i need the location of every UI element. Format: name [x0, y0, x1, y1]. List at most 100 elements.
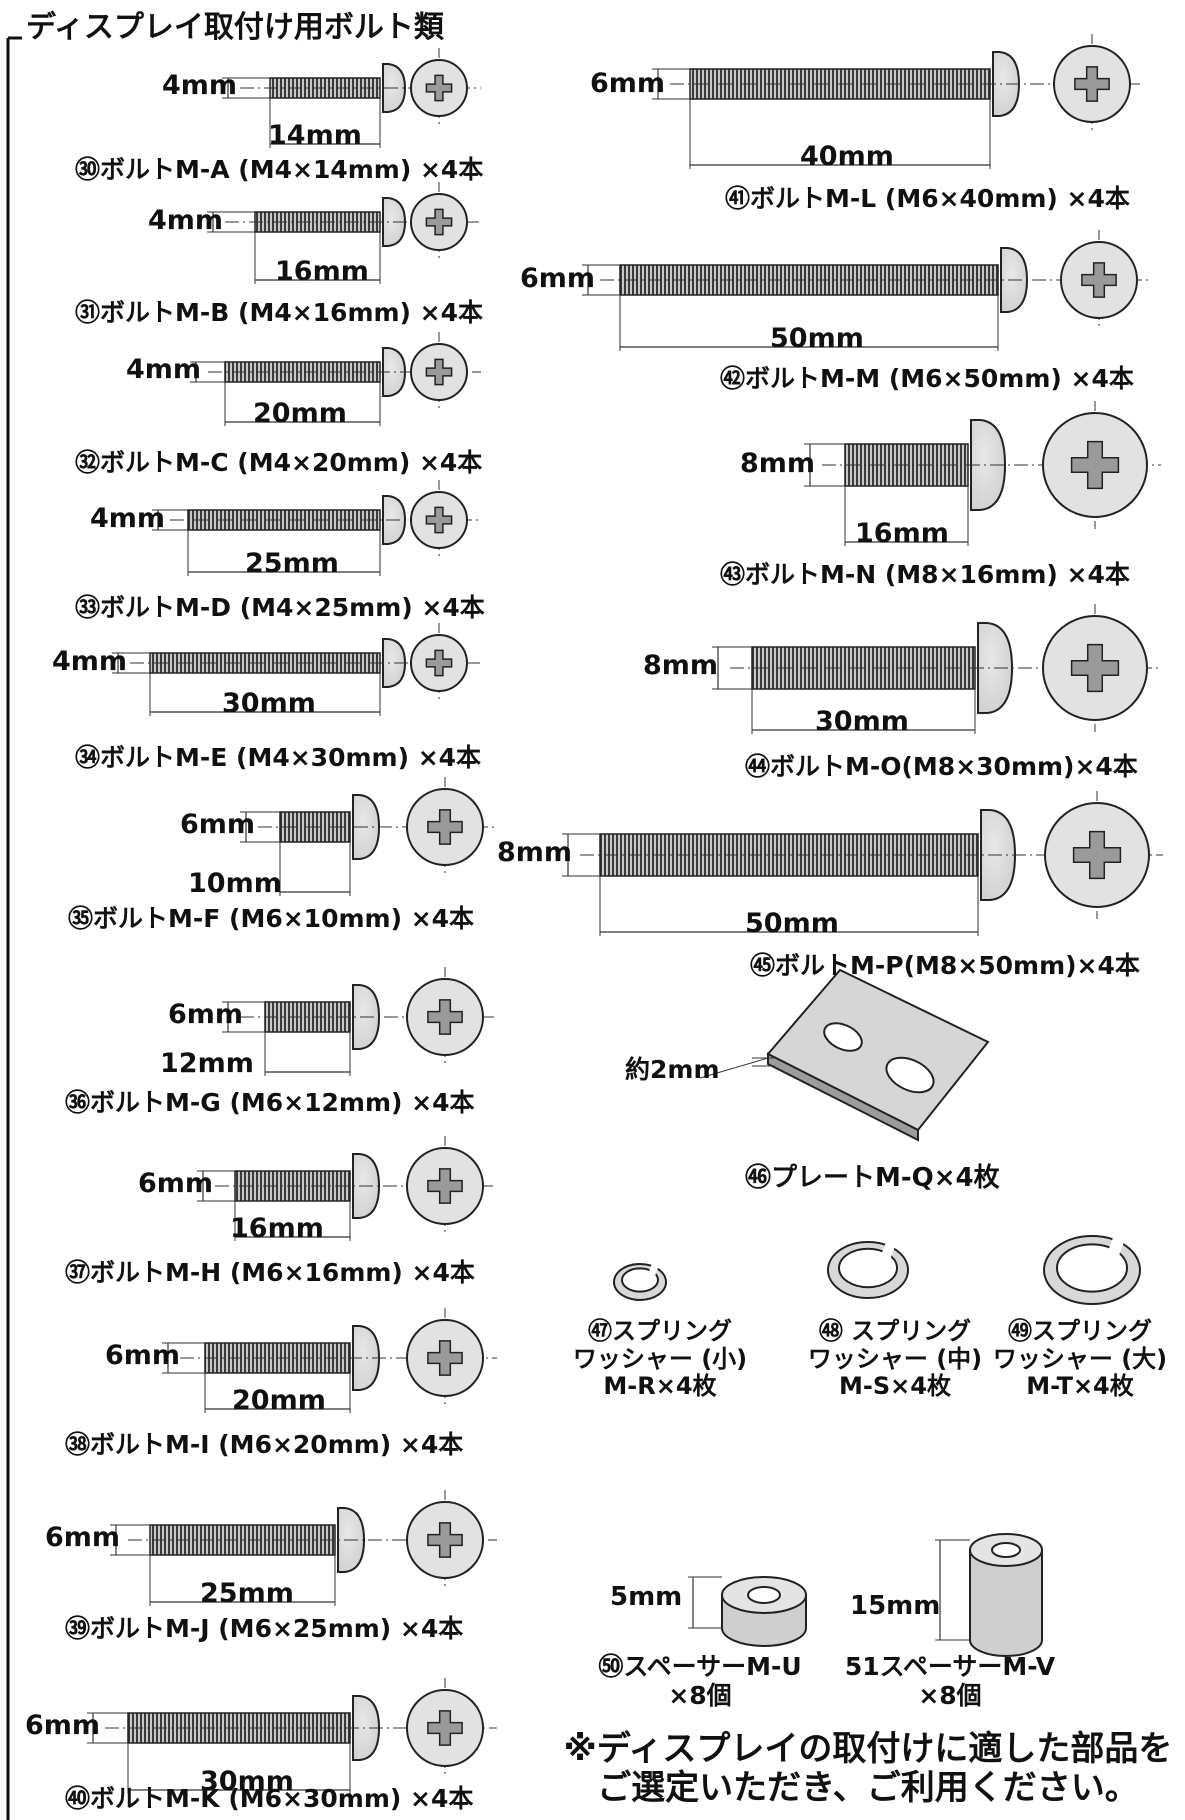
washer-medium-line3: M-S×4枚: [839, 1372, 951, 1401]
bolt-caption: ㊺ボルトM-P(M8×50mm)×4本: [750, 951, 1140, 980]
bolt-diameter-label: 6mm: [25, 1710, 101, 1741]
plate-m-q: [699, 968, 990, 1142]
phillips-recess: [425, 649, 453, 677]
phillips-recess: [1074, 66, 1110, 102]
phillips-recess: [425, 208, 453, 236]
spring-washer-small: [613, 1262, 667, 1301]
plate-thickness-label: 約2mm: [625, 1055, 720, 1084]
bolt-caption: ㊶ボルトM-L (M6×40mm) ×4本: [725, 184, 1130, 213]
bolt-7: [222, 967, 497, 1076]
washer-split: [646, 1262, 660, 1280]
bolt-14: [804, 401, 1161, 546]
bolt-6: [240, 777, 497, 896]
phillips-recess: [425, 74, 453, 102]
spacer-u-hole: [747, 1586, 781, 1604]
bolt-length-label: 12mm: [160, 1048, 254, 1079]
phillips-recess: [427, 809, 463, 845]
washer-split: [878, 1240, 896, 1268]
bolt-1: [222, 48, 481, 148]
spacer-large-line1: 51スペーサーM-V: [844, 1652, 1056, 1681]
bolt-length-label: 14mm: [268, 120, 362, 151]
washer-large-line2: ワッシャー (大): [992, 1344, 1168, 1373]
bolt-diameter-label: 6mm: [168, 999, 244, 1030]
bolt-caption: ㊲ボルトM-H (M6×16mm) ×4本: [65, 1258, 475, 1287]
spacer-small-height-label: 5mm: [610, 1582, 683, 1612]
bolt-diameter-label: 6mm: [520, 263, 596, 294]
bolt-length-label: 30mm: [222, 688, 316, 719]
bolt-10: [110, 1490, 497, 1606]
bolt-caption: ㉟ボルトM-F (M6×10mm) ×4本: [68, 904, 475, 933]
spacer-small-caption: ㊿スペーサーM-U ×8個: [580, 1652, 820, 1711]
bolt-diameter-label: 4mm: [126, 354, 202, 385]
plate-caption: ㊻プレートM-Q×4枚: [745, 1163, 1000, 1193]
washer-large-caption: ㊾スプリング ワッシャー (大) M-T×4枚: [975, 1317, 1185, 1401]
selection-note-line2: ご選定いただき、ご利用ください。: [597, 1768, 1139, 1809]
bolt-caption: ㊹ボルトM-O(M8×30mm)×4本: [745, 752, 1138, 781]
washer-large-line1: ㊾スプリング: [1008, 1317, 1152, 1345]
phillips-recess: [1070, 440, 1120, 490]
washer-split: [1103, 1234, 1126, 1267]
bolt-length-label: 50mm: [745, 908, 839, 939]
bolt-diameter-label: 6mm: [45, 1522, 121, 1553]
plate-hole-small: [823, 1022, 863, 1052]
spacer-v-body: [969, 1549, 1043, 1657]
washer-medium-line2: ワッシャー (中): [807, 1344, 983, 1373]
phillips-recess: [427, 1340, 463, 1376]
bolt-caption: ㉛ボルトM-B (M4×16mm) ×4本: [75, 298, 484, 327]
spacer-large-height-label: 15mm: [850, 1591, 941, 1621]
bolt-caption: ㊷ボルトM-M (M6×50mm) ×4本: [720, 364, 1134, 393]
bolt-length-label: 30mm: [815, 706, 909, 737]
page-title: ディスプレイ取付け用ボルト類: [26, 10, 444, 45]
spacer-m-u: [688, 1576, 807, 1647]
bolt-caption: ㉚ボルトM-A (M4×14mm) ×4本: [75, 155, 484, 184]
bolt-diameter-label: 6mm: [138, 1168, 214, 1199]
bolt-3: [190, 332, 481, 426]
bolt-caption: ㊱ボルトM-G (M6×12mm) ×4本: [65, 1088, 475, 1117]
spacer-small-line1: ㊿スペーサーM-U: [598, 1652, 802, 1681]
bolt-diameter-label: 6mm: [590, 68, 666, 99]
plate-leader: [699, 1057, 769, 1079]
bolt-diameter-label: 6mm: [180, 809, 256, 840]
bolt-caption: ㉜ボルトM-C (M4×20mm) ×4本: [75, 448, 483, 477]
bolt-diameter-label: 4mm: [52, 646, 128, 677]
plate-top-face: [766, 968, 990, 1132]
phillips-recess: [425, 506, 453, 534]
bolt-caption: ㊴ボルトM-J (M6×25mm) ×4本: [65, 1614, 464, 1643]
bolt-caption: ㊵ボルトM-K (M6×30mm) ×4本: [65, 1784, 474, 1813]
phillips-recess: [1081, 262, 1117, 298]
bolt-12: [652, 34, 1144, 169]
bolt-length-label: 20mm: [232, 1385, 326, 1416]
bolt-length-label: 10mm: [188, 868, 282, 899]
selection-note-line1: ※ディスプレイの取付けに適した部品を: [563, 1729, 1173, 1769]
phillips-recess: [427, 1522, 463, 1558]
bolt-diameter-label: 4mm: [162, 70, 238, 101]
bolt-diameter-label: 6mm: [105, 1340, 181, 1371]
washer-medium-caption: ㊽ スプリング ワッシャー (中) M-S×4枚: [780, 1317, 1010, 1401]
bolt-11: [87, 1678, 497, 1794]
bolt-caption: ㊳ボルトM-I (M6×20mm) ×4本: [65, 1430, 464, 1459]
spacer-m-v: [935, 1533, 1043, 1657]
bolt-length-label: 25mm: [200, 1578, 294, 1609]
spring-washer-medium: [827, 1240, 909, 1299]
phillips-recess: [427, 999, 463, 1035]
bolt-caption: ㉞ボルトM-E (M4×30mm) ×4本: [75, 743, 482, 772]
washer-large-line3: M-T×4枚: [1026, 1372, 1134, 1401]
bolt-diameter-label: 4mm: [90, 503, 166, 534]
spacer-small-line2: ×8個: [668, 1680, 732, 1710]
plate-hole-large: [885, 1056, 935, 1094]
washer-small-line2: ワッシャー (小): [572, 1344, 748, 1373]
washer-small-line3: M-R×4枚: [603, 1372, 717, 1401]
washer-small-line1: ㊼スプリング: [588, 1317, 732, 1345]
spacer-v-hole: [991, 1542, 1021, 1558]
washer-small-caption: ㊼スプリング ワッシャー (小) M-R×4枚: [545, 1317, 775, 1401]
bolt-caption: ㉝ボルトM-D (M4×25mm) ×4本: [75, 593, 485, 622]
spacer-large-caption: 51スペーサーM-V ×8個: [830, 1652, 1070, 1711]
bolt-length-label: 40mm: [800, 141, 894, 172]
bolt-16: [562, 791, 1163, 936]
bolt-9: [162, 1308, 497, 1413]
bolt-caption: ㊸ボルトM-N (M8×16mm) ×4本: [720, 560, 1130, 589]
bolt-5: [112, 623, 481, 716]
bolt-length-label: 16mm: [230, 1213, 324, 1244]
